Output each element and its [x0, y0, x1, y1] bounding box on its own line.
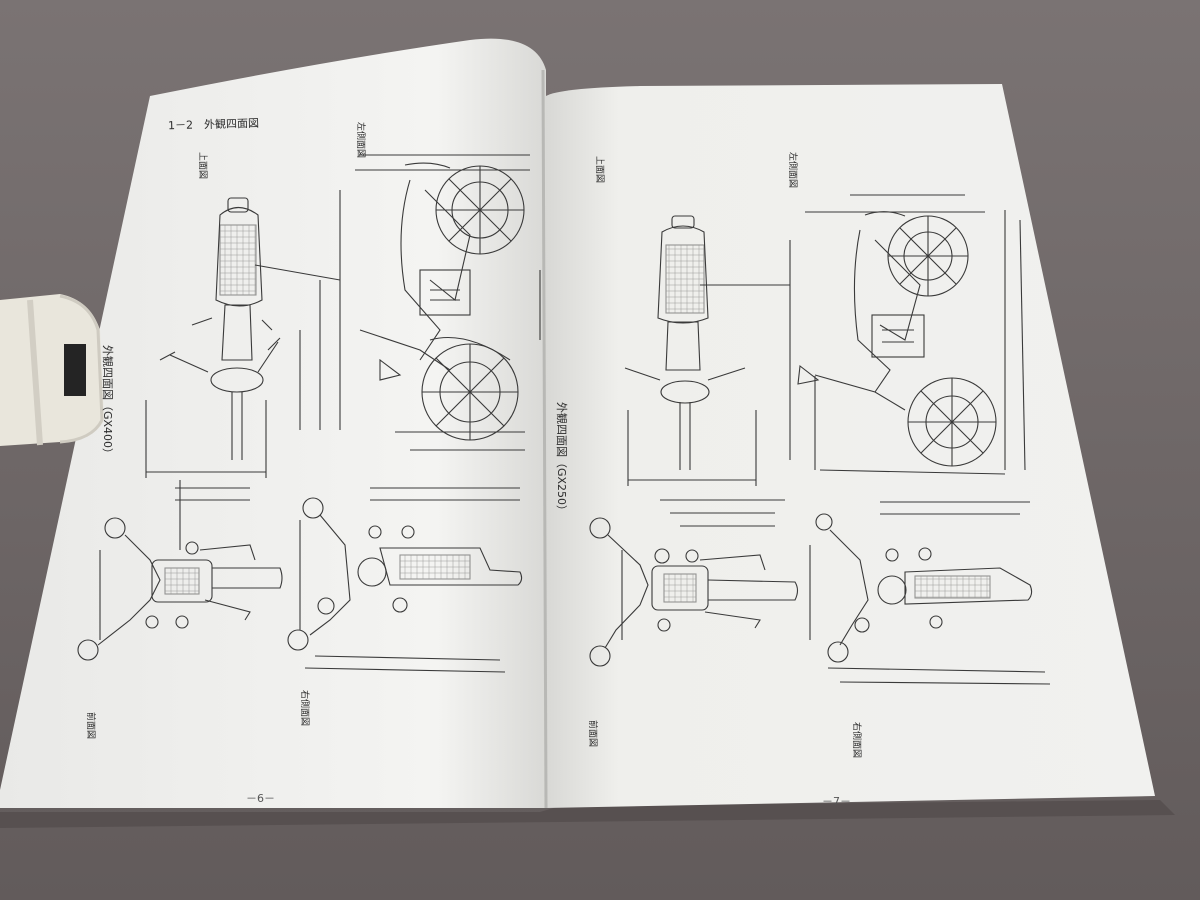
left-side-view-label: 左側面図: [355, 122, 365, 159]
gx250-front-view: [589, 499, 799, 667]
right-page: [546, 84, 1155, 808]
gx400-front-view: [77, 480, 283, 661]
gx400-side-view: [299, 154, 541, 451]
left-page-heading: 1－2 外観四面図: [167, 116, 260, 133]
right-top-view-label: 上面図: [594, 156, 604, 184]
left-page: [0, 38, 546, 808]
gx250-top-view: [624, 215, 790, 486]
right-page-number: －7－: [822, 795, 851, 808]
left-page-number: －6－: [246, 792, 275, 805]
left-top-view-label: 上面図: [197, 152, 207, 180]
gx400-right-view: [287, 487, 523, 673]
left-rear-view-label: 右側面図: [299, 690, 309, 727]
gx250-right-view: [809, 501, 1051, 685]
tape-roll: [0, 294, 104, 446]
gx250-side-view: [789, 194, 1026, 475]
left-front-view-label: 前面図: [85, 712, 95, 740]
left-page-side-title: 外観四面図（GX400）: [101, 345, 114, 460]
right-front-view-label: 前面図: [587, 720, 597, 748]
right-side-view-label: 左側面図: [787, 152, 797, 189]
right-page-side-title: 外観四面図（GX250）: [555, 402, 568, 517]
gx400-top-view: [145, 197, 341, 478]
right-rear-view-label: 右側面図: [851, 722, 861, 759]
